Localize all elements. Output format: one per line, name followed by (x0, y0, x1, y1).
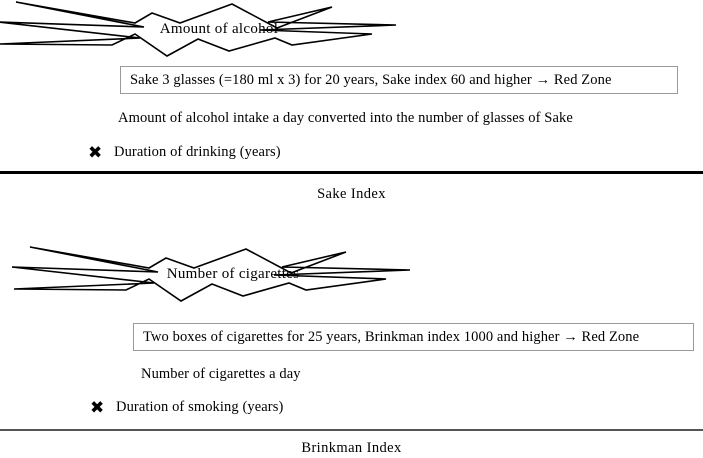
multiplier-row-drinking: ✖ Duration of drinking (years) (88, 144, 281, 161)
fraction-rule-brinkman (0, 429, 703, 431)
fraction-rule-sake (0, 171, 703, 174)
numerator-cigarettes: Number of cigarettes a day (141, 366, 301, 382)
numerator-alcohol: Amount of alcohol intake a day converted… (118, 110, 573, 126)
multiplier-label-drinking: Duration of drinking (years) (114, 144, 281, 160)
starburst-callout-cigarettes: Number of cigarettes (6, 243, 436, 305)
statement-box-brinkman: Two boxes of cigarettes for 25 years, Br… (133, 323, 694, 351)
denominator-sake-index: Sake Index (317, 186, 386, 202)
statement-box-sake: Sake 3 glasses (=180 ml x 3) for 20 year… (120, 66, 678, 94)
starburst-label-alcohol: Amount of alcohol (159, 20, 279, 37)
multiply-icon: ✖ (90, 398, 105, 417)
multiplier-row-smoking: ✖ Duration of smoking (years) (90, 399, 283, 416)
starburst-shape-icon (0, 1, 397, 57)
multiply-icon: ✖ (88, 143, 103, 162)
starburst-label-cigarettes: Number of cigarettes (166, 265, 300, 282)
starburst-shape-icon (11, 246, 411, 302)
denominator-brinkman-index: Brinkman Index (301, 440, 402, 456)
starburst-callout-alcohol: Amount of alcohol (0, 0, 422, 60)
multiplier-label-smoking: Duration of smoking (years) (116, 399, 284, 415)
